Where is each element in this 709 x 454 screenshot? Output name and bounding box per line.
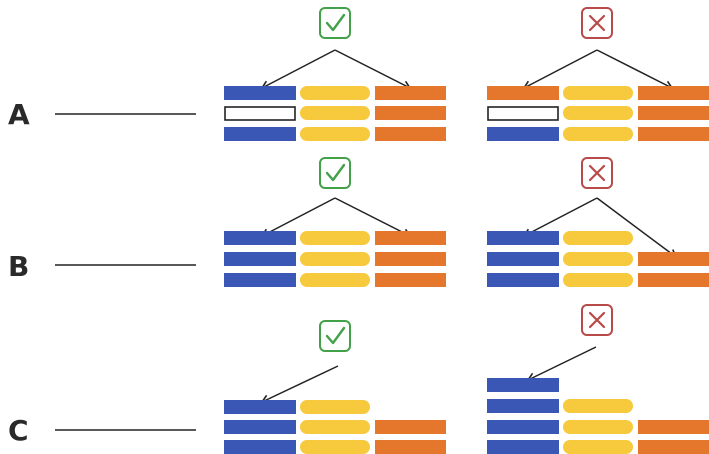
arrow — [596, 49, 674, 90]
row-a: A — [8, 7, 709, 141]
blue-block — [487, 440, 559, 454]
arrow — [522, 197, 598, 238]
blue-block — [224, 86, 296, 100]
arrow — [260, 197, 336, 238]
blue-block — [224, 127, 296, 141]
blue-block — [487, 252, 559, 266]
check-icon — [319, 7, 351, 39]
yellow-block — [300, 86, 370, 100]
row-label: C — [8, 414, 29, 447]
empty-slot — [487, 106, 559, 121]
row-b: B — [8, 157, 709, 287]
row-c: C — [8, 304, 709, 454]
blue-block — [487, 231, 559, 245]
empty-slot — [224, 106, 296, 121]
row-label: A — [8, 98, 30, 131]
orange-block — [375, 252, 446, 266]
arrow — [260, 49, 336, 90]
arrow — [596, 197, 678, 258]
cross-icon — [581, 304, 613, 336]
yellow-block — [300, 420, 370, 434]
blue-block — [224, 273, 296, 287]
yellow-block — [563, 127, 633, 141]
blue-block — [487, 378, 559, 392]
yellow-block — [563, 399, 633, 413]
blue-block — [487, 399, 559, 413]
arrow — [260, 365, 339, 404]
arrow — [334, 49, 412, 90]
orange-block — [638, 252, 709, 266]
orange-block — [375, 420, 446, 434]
blue-block — [224, 252, 296, 266]
yellow-block — [563, 440, 633, 454]
correct-example — [224, 157, 446, 287]
yellow-block — [563, 106, 633, 120]
yellow-block — [300, 273, 370, 287]
yellow-block — [300, 127, 370, 141]
orange-block — [638, 420, 709, 434]
cross-icon — [581, 7, 613, 39]
orange-block — [375, 273, 446, 287]
blue-block — [224, 440, 296, 454]
cross-icon — [581, 157, 613, 189]
orange-block — [375, 86, 446, 100]
row-label: B — [8, 250, 29, 283]
correct-example — [224, 320, 446, 454]
orange-block — [375, 106, 446, 120]
yellow-block — [300, 231, 370, 245]
yellow-block — [300, 106, 370, 120]
incorrect-example — [487, 304, 709, 454]
yellow-block — [300, 252, 370, 266]
yellow-block — [300, 400, 370, 414]
blue-block — [224, 231, 296, 245]
blue-block — [487, 127, 559, 141]
yellow-block — [563, 86, 633, 100]
correct-example — [224, 7, 446, 141]
yellow-block — [563, 252, 633, 266]
orange-block — [638, 127, 709, 141]
blue-block — [224, 420, 296, 434]
arrow — [526, 346, 597, 382]
yellow-block — [300, 440, 370, 454]
yellow-block — [563, 273, 633, 287]
yellow-block — [563, 231, 633, 245]
orange-block — [638, 273, 709, 287]
blue-block — [224, 400, 296, 414]
orange-block — [375, 231, 446, 245]
orange-block — [638, 106, 709, 120]
arrow — [334, 197, 412, 238]
orange-block — [638, 440, 709, 454]
blue-block — [487, 420, 559, 434]
check-icon — [319, 157, 351, 189]
check-icon — [319, 320, 351, 352]
blue-block — [487, 273, 559, 287]
incorrect-example — [487, 157, 709, 287]
orange-block — [375, 440, 446, 454]
orange-block — [487, 86, 559, 100]
arrow — [522, 49, 598, 90]
yellow-block — [563, 420, 633, 434]
orange-block — [638, 86, 709, 100]
incorrect-example — [487, 7, 709, 141]
orange-block — [375, 127, 446, 141]
